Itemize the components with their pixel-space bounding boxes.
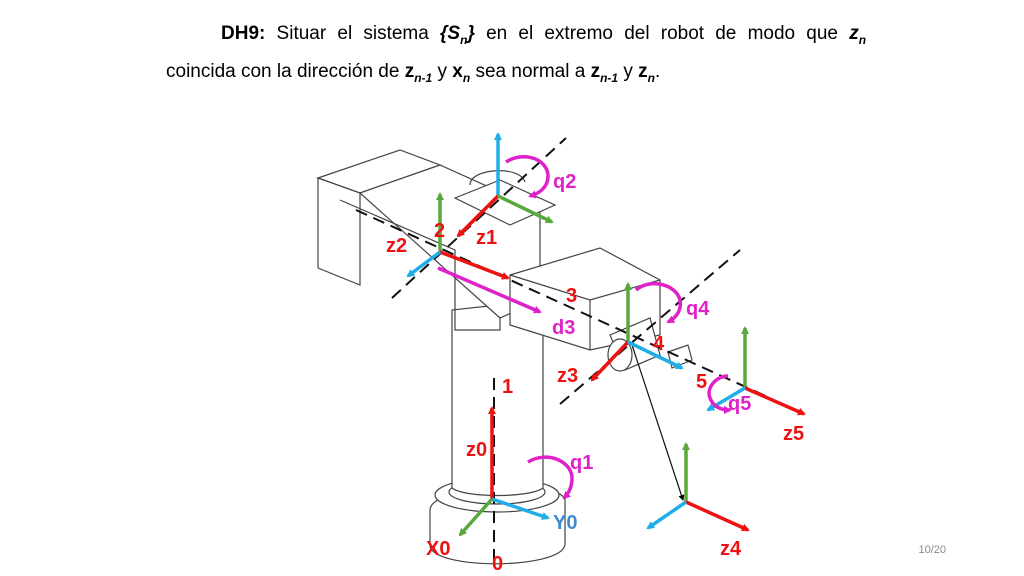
- label-q4: q4: [686, 298, 710, 320]
- label-q1: q1: [570, 452, 593, 474]
- label-z1: z1: [476, 227, 497, 249]
- diagram-labels: q2 z1 2 z2 3 d3 q4 4 z3 5 q5 z5 1 z0 q1 …: [386, 171, 804, 575]
- label-n4: 4: [653, 333, 665, 355]
- y0-axis-arrow: [491, 497, 550, 520]
- frame-0: [458, 406, 550, 537]
- label-n5: 5: [696, 371, 707, 393]
- label-n1: 1: [502, 376, 513, 398]
- leader-line: [631, 344, 685, 501]
- label-n3: 3: [566, 285, 577, 307]
- step-label: DH9:: [221, 23, 266, 44]
- label-d3: d3: [552, 317, 575, 339]
- shoulder-bracket: [453, 179, 557, 226]
- rotation-arrows: [505, 155, 732, 500]
- frame-2: [406, 192, 510, 280]
- z1-axis-arrow: [456, 194, 500, 238]
- frame3-y-arrow: [627, 340, 684, 370]
- label-z4: z4: [720, 538, 742, 560]
- q2-rotation-arrow: [505, 155, 550, 199]
- label-z5: z5: [783, 423, 804, 445]
- frame-3: [590, 282, 684, 382]
- joint-axes-dashed: [355, 137, 771, 566]
- label-q5: q5: [728, 393, 751, 415]
- frame-1: [456, 132, 554, 238]
- q4-rotation-arrow: [634, 281, 683, 324]
- instruction-line-2: coincida con la dirección de zn-1 y xn s…: [166, 60, 661, 85]
- label-x0: X0: [426, 538, 450, 560]
- label-n2: 2: [434, 220, 445, 242]
- frame4-y-arrow: [646, 500, 687, 530]
- label-z0: z0: [466, 439, 487, 461]
- z2-axis-arrow: [439, 250, 510, 280]
- z3-axis-arrow: [590, 340, 630, 382]
- robot-column: [451, 299, 544, 497]
- instruction-text: DH9: Situar el sistema {Sn} en el extrem…: [166, 18, 866, 94]
- label-n0: 0: [492, 553, 503, 575]
- label-z3: z3: [557, 365, 578, 387]
- axis-q4-diagonal: [559, 249, 741, 405]
- axis-q2-diagonal: [391, 137, 567, 299]
- robot-sketch: [316, 149, 693, 565]
- q1-rotation-arrow: [527, 455, 574, 500]
- label-z2: z2: [386, 235, 407, 257]
- page-number: 10/20: [918, 544, 946, 556]
- d3-prismatic-arrow: [437, 266, 542, 314]
- label-q2: q2: [553, 171, 576, 193]
- frame-4-detached: [646, 442, 750, 532]
- instruction-line-1: DH9: Situar el sistema {Sn} en el extrem…: [221, 23, 867, 47]
- frame2-y-arrow: [406, 250, 442, 278]
- x0-axis-arrow: [458, 497, 494, 537]
- q5-rotation-arrow: [707, 374, 732, 414]
- label-y0: Y0: [553, 512, 577, 534]
- x1-axis-arrow: [497, 194, 554, 224]
- z4-axis-arrow: [685, 500, 750, 532]
- frame-5: [706, 326, 806, 416]
- z5-axis-arrow: [744, 386, 806, 416]
